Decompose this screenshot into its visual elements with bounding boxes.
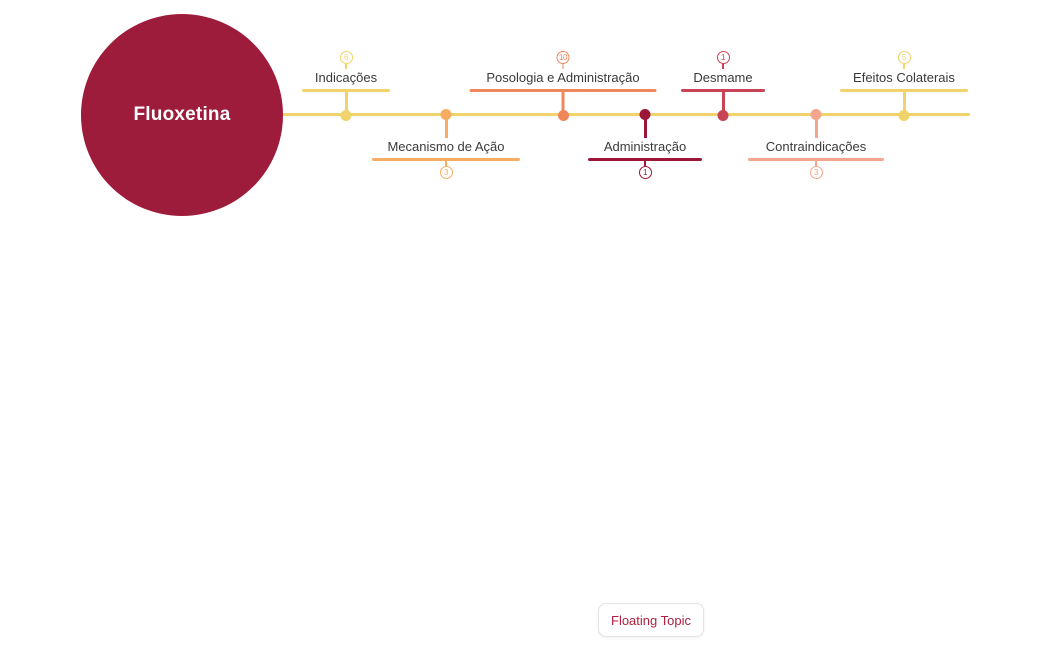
branch-dot	[898, 110, 910, 121]
branch-connector	[721, 92, 725, 115]
branch-connector	[643, 115, 647, 138]
branch-connector	[814, 115, 818, 138]
floating-topic-button[interactable]: Floating Topic	[598, 603, 704, 637]
topic-label[interactable]: Contraindicações	[765, 139, 867, 154]
floating-topic-button-label: Floating Topic	[611, 612, 691, 628]
badge-connector	[644, 161, 646, 166]
branch-dot	[717, 110, 729, 121]
main-timeline	[282, 113, 970, 116]
branch-connector	[344, 92, 348, 115]
collapsed-count-badge[interactable]: 1	[716, 51, 730, 64]
collapsed-count-badge[interactable]: 3	[809, 166, 823, 179]
topic-label[interactable]: Mecanismo de Ação	[387, 139, 505, 154]
topic-underline	[469, 89, 657, 92]
topic-desmame[interactable]: 1 Desmame	[681, 51, 765, 121]
topic-underline	[372, 158, 520, 161]
topic-efeitos-colaterais[interactable]: 5 Efeitos Colaterais	[840, 51, 968, 121]
badge-connector	[345, 64, 347, 69]
branch-dot	[557, 110, 569, 121]
topic-label[interactable]: Administração	[603, 139, 687, 154]
branch-connector	[902, 92, 906, 115]
badge-connector	[722, 64, 724, 69]
topic-underline	[681, 89, 765, 92]
badge-connector	[562, 64, 564, 69]
badge-connector	[445, 161, 447, 166]
topic-contraindicacoes[interactable]: Contraindicações 3	[748, 109, 884, 179]
topic-posologia-e-administracao[interactable]: 10 Posologia e Administração	[469, 51, 657, 121]
badge-connector	[903, 64, 905, 69]
central-topic-label: Fluoxetina	[133, 104, 231, 125]
branch-connector	[444, 115, 448, 138]
branch-connector	[561, 92, 565, 115]
central-topic[interactable]: Fluoxetina	[81, 14, 283, 216]
branch-dot	[639, 109, 651, 120]
topic-underline	[302, 89, 390, 92]
branch-dot	[340, 110, 352, 121]
topic-label[interactable]: Efeitos Colaterais	[853, 70, 955, 85]
topic-underline	[748, 158, 884, 161]
topic-underline	[840, 89, 968, 92]
collapsed-count-badge[interactable]: 3	[439, 166, 453, 179]
badge-connector	[815, 161, 817, 166]
branch-dot	[440, 109, 452, 120]
branch-dot	[810, 109, 822, 120]
collapsed-count-badge[interactable]: 10	[556, 51, 570, 64]
topic-administracao[interactable]: Administração 1	[588, 109, 702, 179]
collapsed-count-badge[interactable]: 5	[897, 51, 911, 64]
collapsed-count-badge[interactable]: 1	[638, 166, 652, 179]
topic-label[interactable]: Indicações	[314, 70, 378, 85]
collapsed-count-badge[interactable]: 6	[339, 51, 353, 64]
topic-mecanismo-de-acao[interactable]: Mecanismo de Ação 3	[372, 109, 520, 179]
topic-indicacoes[interactable]: 6 Indicações	[302, 51, 390, 121]
topic-label[interactable]: Posologia e Administração	[486, 70, 640, 85]
topic-label[interactable]: Desmame	[693, 70, 753, 85]
topic-underline	[588, 158, 702, 161]
